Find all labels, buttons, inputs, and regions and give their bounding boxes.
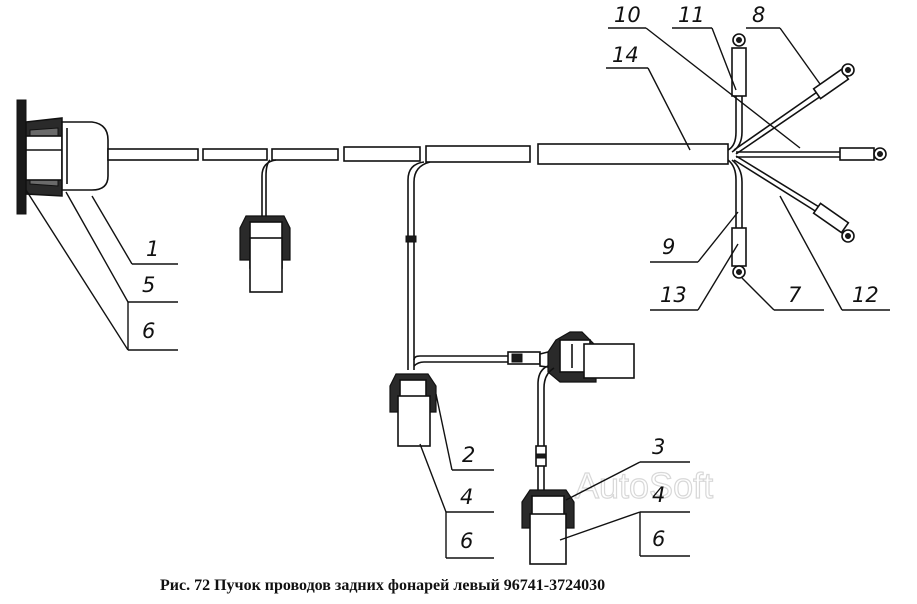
main-trunk [107,143,729,165]
callout-3: 3 [652,435,665,459]
right-wire-fan [727,33,887,279]
callout-6-left: 6 [142,319,155,343]
watermark: AutoSoft [575,465,713,506]
callout-9: 9 [662,235,675,259]
callout-8: 8 [752,3,765,27]
callout-5: 5 [142,273,155,297]
connector-3 [521,489,575,565]
callout-11: 11 [678,3,705,27]
callout-10: 10 [614,3,641,27]
callout-12: 12 [852,283,879,307]
callout-13: 13 [660,283,687,307]
callout-7: 7 [788,283,802,307]
left-connector-block [16,99,109,215]
connector-2 [389,373,437,447]
right-middle-connector [507,331,635,383]
callout-14: 14 [612,43,639,67]
callout-6-middle: 6 [460,529,473,553]
leader-lines [25,27,890,559]
branch-to-connector-3 [535,365,555,490]
callout-4-left: 4 [460,485,473,509]
callout-2: 2 [462,443,475,467]
callout-4-right: 4 [652,483,665,507]
branch-connector-1 [239,159,291,293]
branch-vertical-main [405,161,512,370]
callout-6-right: 6 [652,527,665,551]
callout-1: 1 [146,237,159,261]
figure-caption: Рис. 72 Пучок проводов задних фонарей ле… [160,577,605,594]
